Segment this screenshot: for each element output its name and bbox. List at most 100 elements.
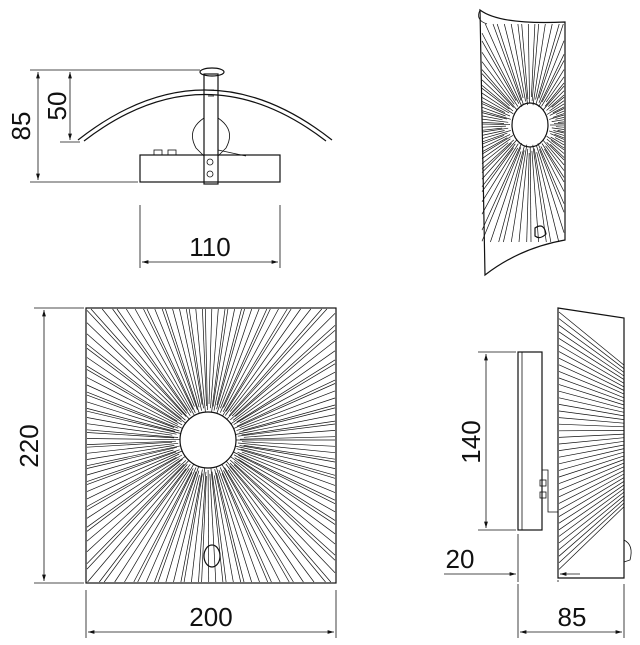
profile-ray-line <box>559 424 624 427</box>
shade-arc-inner <box>84 95 326 142</box>
ray-line <box>225 467 294 582</box>
ray-line <box>166 471 199 582</box>
ray-line <box>511 145 527 242</box>
ray-line <box>231 457 336 534</box>
dim-label-side-height-total: 85 <box>6 112 36 141</box>
side-view: 85 50 110 <box>6 68 332 268</box>
ray-line <box>237 449 335 479</box>
profile-ray-line <box>559 489 624 537</box>
ray-line <box>234 384 335 429</box>
profile-ray-line <box>559 463 624 490</box>
profile-ray-line <box>559 438 624 444</box>
ray-line <box>530 147 531 242</box>
ray-line <box>87 439 180 440</box>
ray-line <box>87 450 180 482</box>
ray-line <box>135 309 194 416</box>
profile-ray-line <box>559 325 624 372</box>
profile-ray-line <box>559 503 624 563</box>
ray-line <box>244 445 335 459</box>
ray-line <box>87 447 177 468</box>
profile-ray-line <box>559 456 624 477</box>
ray-line <box>534 149 551 242</box>
ray-line <box>238 455 335 504</box>
profile-ray-line <box>559 385 624 405</box>
perspective-switch <box>535 226 546 238</box>
profile-ray-line <box>559 481 624 523</box>
profile-view: 140 20 85 <box>444 308 631 638</box>
ray-line <box>482 119 508 122</box>
profile-ray-line <box>559 338 624 379</box>
arm-wire-left <box>192 118 204 156</box>
profile-ray-line <box>559 470 624 503</box>
perspective-rays <box>482 24 564 242</box>
front-view: 220 200 <box>14 308 336 638</box>
ray-line <box>87 378 178 425</box>
ray-line <box>556 127 564 128</box>
ray-line <box>519 149 528 242</box>
profile-ray-line <box>559 441 624 450</box>
ray-line <box>209 309 212 404</box>
ray-line <box>527 153 530 242</box>
dim-label-profile-depth: 85 <box>558 602 587 632</box>
ray-line <box>220 467 271 582</box>
ray-line <box>230 460 335 555</box>
front-center-hole <box>180 412 236 468</box>
profile-ray-line <box>559 492 624 543</box>
ray-line <box>87 454 179 499</box>
ray-line <box>240 391 335 428</box>
ray-line <box>240 372 335 423</box>
ray-line <box>91 309 189 419</box>
ray-line <box>240 437 335 440</box>
ray-line <box>242 442 335 447</box>
front-rays <box>87 309 335 582</box>
ray-line <box>490 152 521 243</box>
ray-line <box>482 148 518 214</box>
profile-rays <box>559 312 624 569</box>
ray-line <box>552 128 564 130</box>
profile-ray-line <box>559 319 624 369</box>
ray-line <box>222 464 289 582</box>
ray-line <box>482 111 511 120</box>
ray-line <box>220 309 259 408</box>
ray-line <box>554 123 564 124</box>
ray-line <box>230 325 335 420</box>
ray-line <box>528 24 529 103</box>
profile-ray-line <box>559 499 624 556</box>
ray-line <box>87 323 182 415</box>
ray-line <box>87 366 177 421</box>
ray-line <box>482 124 510 125</box>
profile-ray-line <box>559 358 624 390</box>
front-switch <box>204 545 220 567</box>
ray-line <box>88 464 188 582</box>
ray-line <box>212 309 225 412</box>
dim-label-side-height-shade: 50 <box>42 92 72 121</box>
profile-switch <box>624 540 631 562</box>
ray-line <box>504 24 523 98</box>
ray-line <box>482 126 506 127</box>
ray-line <box>482 85 513 111</box>
ray-line <box>180 309 202 411</box>
shade-arc-outer <box>78 90 332 140</box>
ray-line <box>555 138 564 143</box>
dim-label-profile-mount-height: 140 <box>456 420 486 463</box>
dim-label-front-width: 200 <box>189 602 232 632</box>
ray-line <box>539 24 564 98</box>
perspective-center-hole <box>512 103 548 147</box>
perspective-view <box>479 10 565 275</box>
ray-line <box>104 464 190 582</box>
dim-label-profile-offset: 20 <box>446 544 475 574</box>
dim-label-front-height: 220 <box>14 424 44 467</box>
ray-line <box>482 122 504 123</box>
ray-line <box>237 360 335 422</box>
bracket <box>542 470 558 512</box>
dim-label-side-base-width: 110 <box>189 232 230 262</box>
profile-ray-line <box>559 345 624 383</box>
profile-ray-line <box>559 478 624 517</box>
profile-ray-line <box>559 434 624 437</box>
ray-line <box>552 120 564 122</box>
ray-line <box>482 74 514 108</box>
ray-line <box>232 313 335 416</box>
ray-line <box>87 452 176 485</box>
